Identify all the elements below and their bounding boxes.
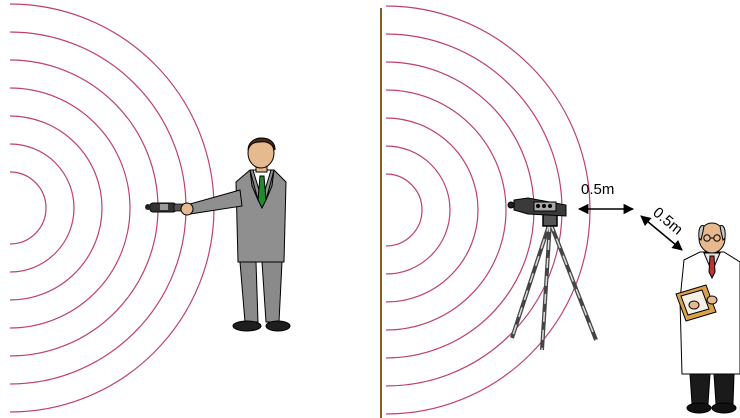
sound-level-meter-icon <box>508 198 566 216</box>
sound-wave-arc <box>10 144 74 272</box>
sound-wave-arc <box>386 118 478 302</box>
tripod-icon <box>512 214 596 350</box>
sound-wave-arc <box>386 90 506 330</box>
horizontal-distance-label: 0.5m <box>581 181 614 198</box>
right-panel: 0.5m 0.5m <box>386 6 740 414</box>
sound-wave-arc <box>10 88 130 328</box>
sound-wave-arc <box>386 146 450 274</box>
sound-wave-arc <box>10 172 46 244</box>
doctor-with-clipboard-icon <box>676 223 740 413</box>
person-in-suit-icon <box>181 138 290 331</box>
left-panel <box>10 4 290 412</box>
sound-wave-arc <box>10 116 102 300</box>
sound-wave-arc <box>386 174 422 246</box>
sound-wave-arc <box>386 62 534 358</box>
diagonal-distance-label: 0.5m <box>649 204 685 238</box>
sound-wave-arc <box>10 60 158 356</box>
